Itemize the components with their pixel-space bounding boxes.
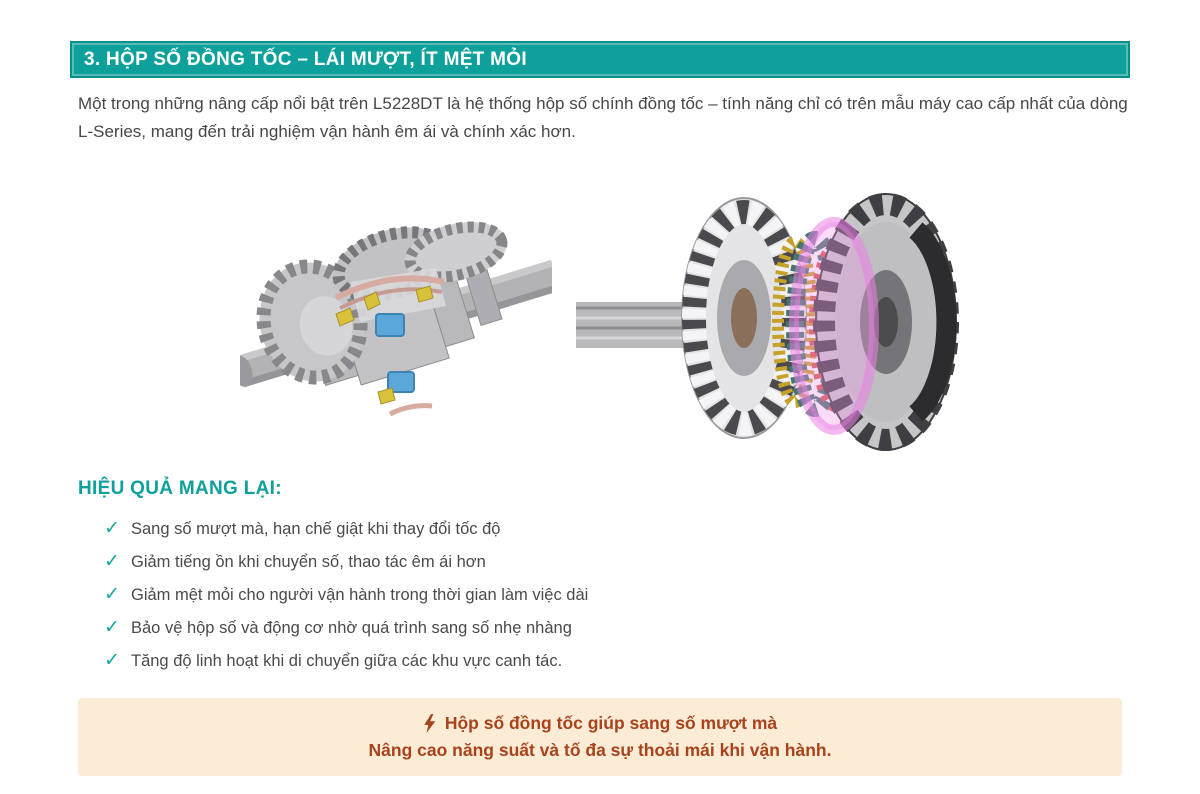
intro-paragraph: Một trong những nâng cấp nổi bật trên L5… bbox=[78, 94, 1128, 141]
lightning-bolt-icon bbox=[424, 714, 436, 733]
benefits-heading: HIỆU QUẢ MANG LẠI: bbox=[78, 478, 282, 499]
list-item: ✓ Giảm tiếng ồn khi chuyển số, thao tác … bbox=[104, 550, 864, 583]
benefit-text: Giảm mệt mỏi cho người vận hành trong th… bbox=[131, 586, 589, 604]
list-item: ✓ Giảm mệt mỏi cho người vận hành trong … bbox=[104, 583, 864, 616]
callout-line-1: Hộp số đồng tốc giúp sang số mượt mà bbox=[423, 710, 777, 737]
section-header-bar: 3. HỘP SỐ ĐỒNG TỐC – LÁI MƯỢT, ÍT MỆT MỎ… bbox=[70, 41, 1130, 78]
list-item: ✓ Tăng độ linh hoạt khi di chuyển giữa c… bbox=[104, 649, 864, 682]
benefit-text: Sang số mượt mà, hạn chế giật khi thay đ… bbox=[131, 520, 501, 538]
check-icon: ✓ bbox=[104, 650, 120, 671]
callout-text-1: Hộp số đồng tốc giúp sang số mượt mà bbox=[444, 713, 778, 733]
gear-assembly-image bbox=[576, 193, 959, 451]
check-icon: ✓ bbox=[104, 518, 120, 539]
summary-callout: Hộp số đồng tốc giúp sang số mượt mà Nân… bbox=[78, 698, 1122, 776]
check-icon: ✓ bbox=[104, 584, 120, 605]
section-title: 3. HỘP SỐ ĐỒNG TỐC – LÁI MƯỢT, ÍT MỆT MỎ… bbox=[84, 48, 527, 70]
callout-line-2: Nâng cao năng suất và tố đa sự thoải mái… bbox=[369, 737, 832, 764]
check-icon: ✓ bbox=[104, 617, 120, 638]
callout-text-2: Nâng cao năng suất và tố đa sự thoải mái… bbox=[368, 740, 832, 760]
benefit-list: ✓ Sang số mượt mà, hạn chế giật khi thay… bbox=[104, 517, 864, 682]
benefit-text: Bảo vệ hộp số và động cơ nhờ quá trình s… bbox=[131, 619, 572, 637]
benefit-text: Tăng độ linh hoạt khi di chuyển giữa các… bbox=[131, 652, 563, 670]
benefit-text: Giảm tiếng ồn khi chuyển số, thao tác êm… bbox=[131, 553, 486, 571]
list-item: ✓ Bảo vệ hộp số và động cơ nhờ quá trình… bbox=[104, 616, 864, 649]
list-item: ✓ Sang số mượt mà, hạn chế giật khi thay… bbox=[104, 517, 864, 550]
gearbox-cutaway-image bbox=[240, 221, 552, 417]
check-icon: ✓ bbox=[104, 551, 120, 572]
